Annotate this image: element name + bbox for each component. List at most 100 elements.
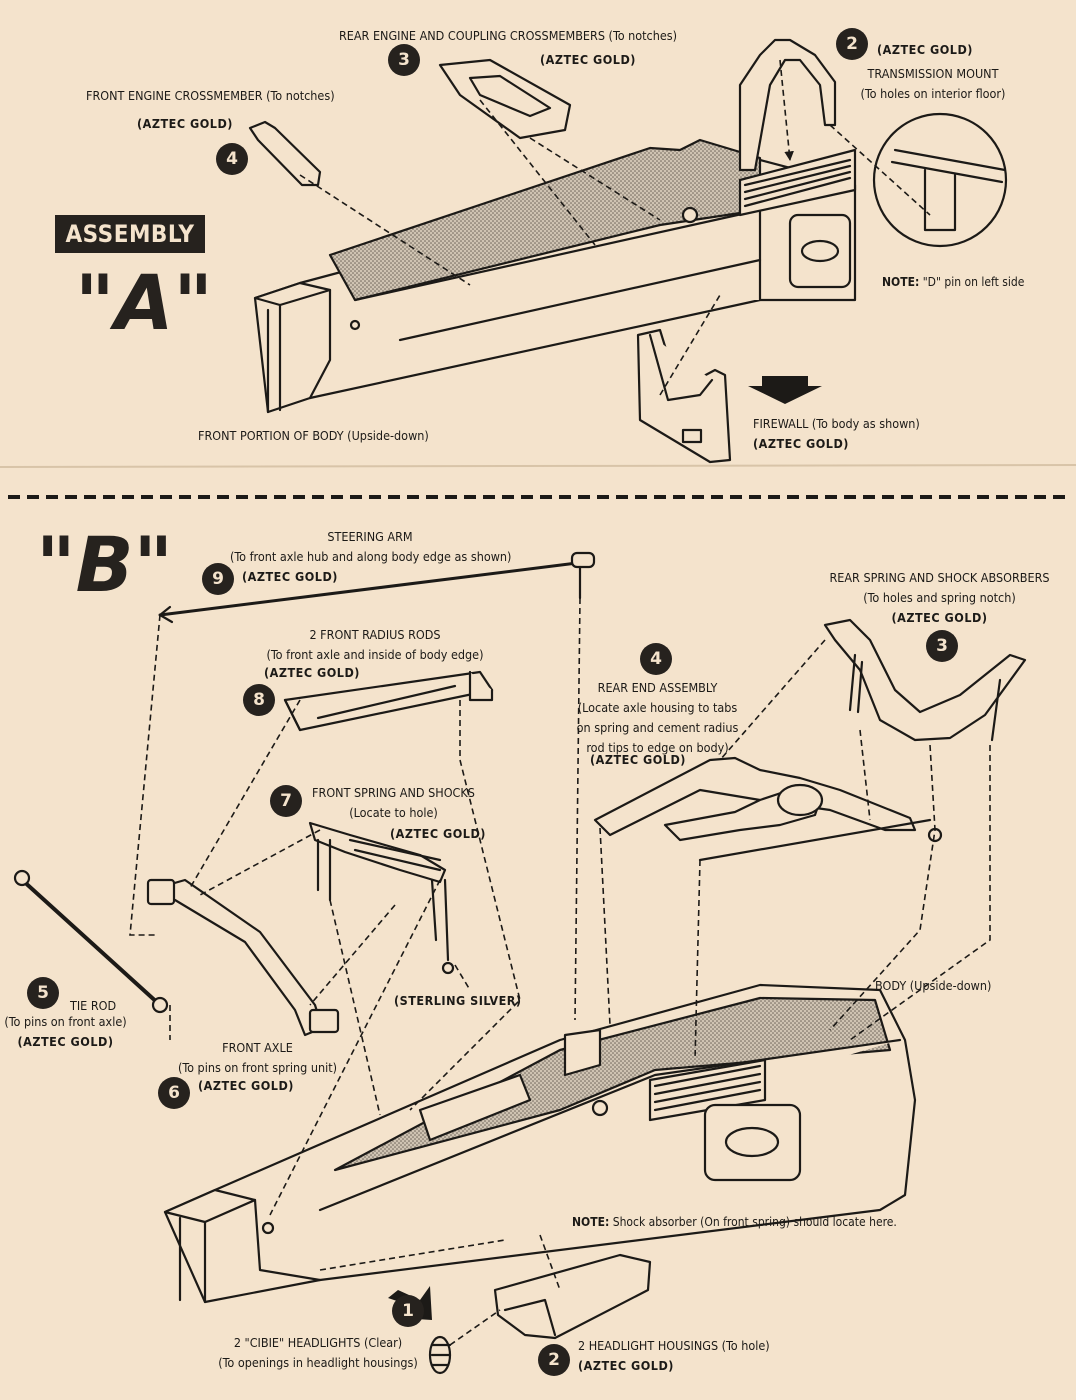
body-b [163,983,917,1304]
step-number-8: 8 [243,684,275,716]
step-number-6: 6 [158,1077,190,1109]
headlight-housings-2 [493,1253,652,1340]
label-rear-spring-detail: (To holes and spring notch) [863,590,1016,605]
label-rear-spring-title: REAR SPRING AND SHOCK ABSORBERS [829,570,1050,585]
step-number-5: 5 [27,977,59,1009]
label-radius-title: 2 FRONT RADIUS RODS [309,627,441,642]
firewall [636,328,732,464]
label-sterling-silver: (STERLING SILVER) [394,991,522,1011]
label-rear-end-detail2: on spring and cement radius [576,720,739,735]
label-transmission-detail: (To holes on interior floor) [860,86,1006,101]
assembly-banner: ASSEMBLY 2 [55,215,205,286]
steering-arm-9 [158,551,596,624]
label-rear-crossmembers: REAR ENGINE AND COUPLING CROSSMEMBERS (T… [338,26,678,46]
label-rear-spring-color: (AZTEC GOLD) [891,610,988,625]
label-firewall: FIREWALL (To body as shown) (AZTEC GOLD) [753,414,920,454]
note-a-key: NOTE: [882,275,920,289]
step-number-2b: 2 [538,1344,570,1376]
label-front-body: FRONT PORTION OF BODY (Upside-down) [198,426,429,446]
label-rear-crossmembers-title: REAR ENGINE AND COUPLING CROSSMEMBERS (T… [338,28,678,43]
rear-spring-3 [823,618,1027,742]
label-transmission-color: (AZTEC GOLD) [877,40,973,60]
label-steering-color-text: (AZTEC GOLD) [242,569,338,584]
label-front-axle: FRONT AXLE (To pins on front spring unit… [175,1038,340,1078]
fold-crease [0,464,1076,468]
label-tie-rod-detail: (To pins on front axle) [4,1014,127,1029]
label-front-crossmember-title: FRONT ENGINE CROSSMEMBER (To notches) [86,88,335,103]
crossmember-3 [438,58,572,140]
label-firewall-color: (AZTEC GOLD) [753,436,849,451]
label-front-spring-title: FRONT SPRING AND SHOCKS [312,785,475,800]
label-headlight-housings: 2 HEADLIGHT HOUSINGS (To hole) (AZTEC GO… [578,1336,770,1376]
section-letter-a: "A" [75,258,214,347]
label-rear-end-color: (AZTEC GOLD) [590,750,686,770]
label-tie-rod-color: (AZTEC GOLD) [17,1034,114,1049]
label-steering-arm: STEERING ARM (To front axle hub and alon… [230,527,512,567]
label-transmission-title: TRANSMISSION MOUNT [867,66,999,81]
detail-circle [872,112,1008,248]
label-steering-title: STEERING ARM [327,529,413,544]
step-number-1: 1 [392,1295,424,1327]
label-steering-color: (AZTEC GOLD) [242,567,338,587]
note-b-text: Shock absorber (On front spring) should … [612,1215,897,1229]
step-number-4b: 4 [640,643,672,675]
step-number-3a: 3 [388,44,420,76]
label-radius-rods: 2 FRONT RADIUS RODS (To front axle and i… [255,625,495,665]
label-rear-crossmembers-color-text: (AZTEC GOLD) [540,52,636,67]
label-front-spring: FRONT SPRING AND SHOCKS (Locate to hole) [306,783,481,823]
label-front-spring-color-text: (AZTEC GOLD) [390,826,486,841]
label-firewall-title: FIREWALL (To body as shown) [753,416,920,431]
label-headlights-title: 2 "CIBIE" HEADLIGHTS (Clear) [233,1335,403,1350]
label-body: BODY (Upside-down) [875,976,991,996]
label-body-title: BODY (Upside-down) [875,978,992,993]
label-rear-end-detail3: rod tips to edge on body) [586,740,729,755]
front-body-a [253,138,857,414]
label-front-axle-color-text: (AZTEC GOLD) [198,1078,294,1093]
headlights-1 [428,1335,452,1375]
label-radius-detail: (To front axle and inside of body edge) [266,647,484,662]
label-tie-rod-title: TIE ROD [70,998,117,1013]
label-rear-end: REAR END ASSEMBLY (Locate axle housing t… [575,678,740,758]
label-front-axle-detail: (To pins on front spring unit) [177,1060,338,1075]
note-d-pin: NOTE: "D" pin on left side [882,275,1024,289]
label-front-body-title: FRONT PORTION OF BODY (Upside-down) [198,428,429,443]
label-radius-color: (AZTEC GOLD) [264,663,360,683]
label-front-crossmember: FRONT ENGINE CROSSMEMBER (To notches) [86,86,335,106]
step-number-9: 9 [202,563,234,595]
label-rear-crossmembers-color: (AZTEC GOLD) [540,50,636,70]
label-housings-title: 2 HEADLIGHT HOUSINGS (To hole) [578,1338,770,1353]
label-tie-rod: (To pins on front axle) (AZTEC GOLD) [3,1012,128,1052]
label-headlights: 2 "CIBIE" HEADLIGHTS (Clear) (To opening… [218,1333,418,1373]
label-front-axle-title: FRONT AXLE [222,1040,293,1055]
label-transmission-color-text: (AZTEC GOLD) [877,42,973,57]
label-rear-end-detail1: (Locate axle housing to tabs [577,700,738,715]
label-rear-end-color-text: (AZTEC GOLD) [590,752,686,767]
note-b-key: NOTE: [572,1215,610,1229]
label-front-spring-color: (AZTEC GOLD) [390,824,486,844]
tie-rod-5 [13,869,169,1014]
step-number-3b: 3 [926,630,958,662]
label-sterling-text: (STERLING SILVER) [394,993,522,1008]
label-radius-color-text: (AZTEC GOLD) [264,665,360,680]
label-headlights-detail: (To openings in headlight housings) [218,1355,418,1370]
front-axle-6 [146,878,340,1037]
label-steering-detail: (To front axle hub and along body edge a… [230,549,512,564]
label-rear-end-title: REAR END ASSEMBLY [597,680,718,695]
label-transmission-mount: TRANSMISSION MOUNT (To holes on interior… [858,64,1008,104]
crossmember-4 [248,120,322,187]
label-front-spring-detail: (Locate to hole) [349,805,438,820]
front-spring-7 [308,821,455,975]
label-front-crossmember-color: (AZTEC GOLD) [137,114,233,134]
step-number-2a: 2 [836,28,868,60]
radius-rods-8 [283,670,494,732]
step-number-7: 7 [270,785,302,817]
transmission-mount-2 [738,38,837,172]
step-number-4a: 4 [216,143,248,175]
label-tie-rod-title-wrap: TIE ROD [70,996,116,1016]
label-housings-color: (AZTEC GOLD) [578,1358,674,1373]
firewall-arrow [748,376,822,404]
note-a-text: "D" pin on left side [922,275,1025,289]
section-letter-b: "B" [36,520,174,609]
